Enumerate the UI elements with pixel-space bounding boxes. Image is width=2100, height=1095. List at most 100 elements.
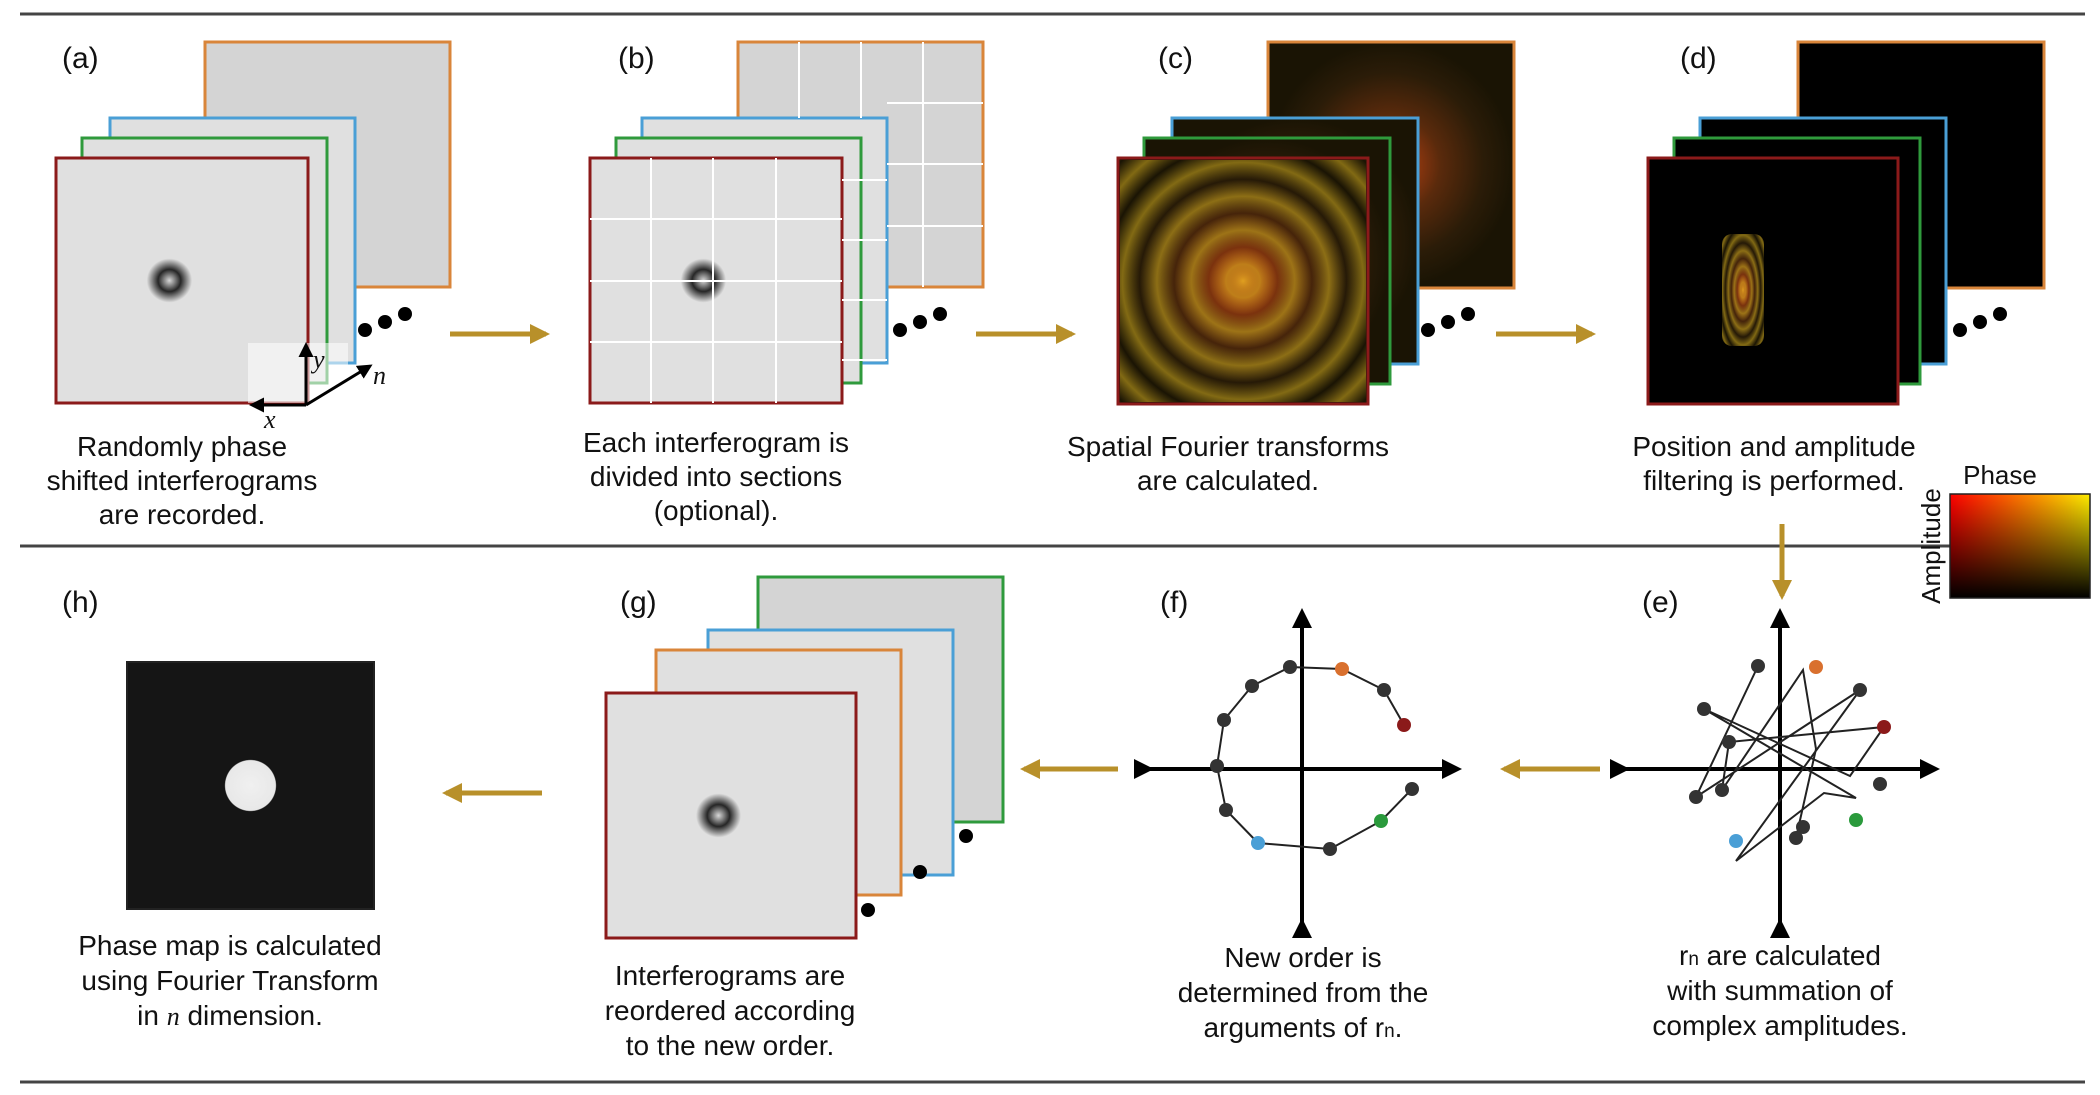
frame-red-g: [604, 691, 858, 940]
phase-map: [126, 661, 375, 910]
panel-g-caption: to the new order.: [626, 1030, 835, 1061]
color-legend: Phase Amplitude: [1916, 460, 2091, 604]
more-dot: [959, 829, 973, 843]
point: [1853, 683, 1867, 697]
panel-e-caption: rn are calculated: [1679, 940, 1881, 971]
axes-inset: [248, 343, 348, 403]
more-dot: [1993, 307, 2007, 321]
x-axis-label: x: [263, 405, 276, 434]
panel-a-label: (a): [62, 42, 99, 75]
panel-a-caption: Randomly phase: [77, 431, 287, 462]
n-axis-label: n: [373, 361, 386, 390]
panel-h: (h) Phase map is calculated using Fourie…: [62, 586, 382, 1031]
point: [1374, 814, 1388, 828]
panel-f-caption: New order is: [1224, 942, 1381, 973]
panel-e-label: (e): [1642, 586, 1679, 619]
n-axis-arrow: [305, 364, 373, 407]
ordered-path: [1215, 665, 1413, 851]
point: [1715, 783, 1729, 797]
frame-red-d: [1646, 156, 1900, 406]
point: [1689, 790, 1703, 804]
panel-h-caption: using Fourier Transform: [81, 965, 378, 996]
panel-d-caption: Position and amplitude: [1632, 431, 1915, 462]
more-dot: [893, 323, 907, 337]
section-grid: [590, 42, 983, 403]
panel-c: (c) Spatial Fourier transforms are calcu…: [1067, 40, 1516, 496]
panel-d-label: (d): [1680, 42, 1717, 75]
panel-f-label: (f): [1160, 586, 1188, 619]
caption-variable: n: [167, 1002, 180, 1031]
point: [1697, 702, 1711, 716]
more-dot: [1441, 315, 1455, 329]
point: [1219, 803, 1233, 817]
subscript-n: n: [1688, 949, 1699, 970]
more-dot: [913, 315, 927, 329]
caption-part: in: [137, 1000, 167, 1031]
caption-part: r: [1679, 940, 1688, 971]
panel-c-caption: are calculated.: [1137, 465, 1319, 496]
caption-part: dimension.: [180, 1000, 323, 1031]
legend-gradient-shade: [1949, 493, 2091, 599]
panel-g-label: (g): [620, 586, 657, 619]
point: [1796, 820, 1810, 834]
legend-side-label: Amplitude: [1916, 488, 1946, 604]
more-dot: [1461, 307, 1475, 321]
unordered-path: [1693, 665, 1887, 862]
point: [1377, 683, 1391, 697]
caption-part: arguments of r: [1204, 1012, 1385, 1043]
panel-a-caption: are recorded.: [99, 499, 266, 530]
more-dot: [358, 323, 372, 337]
panel-c-caption: Spatial Fourier transforms: [1067, 431, 1389, 462]
panel-e-caption: complex amplitudes.: [1652, 1010, 1907, 1041]
legend-title: Phase: [1963, 460, 2037, 490]
more-dot: [933, 307, 947, 321]
subscript-n: n: [1384, 1021, 1395, 1042]
point: [1789, 831, 1803, 845]
more-dot: [861, 903, 875, 917]
point: [1877, 720, 1891, 734]
point: [1283, 660, 1297, 674]
point: [1729, 834, 1743, 848]
more-dot: [398, 307, 412, 321]
panel-f-caption: arguments of rn.: [1204, 1012, 1403, 1043]
panel-b-caption: divided into sections: [590, 461, 842, 492]
panel-a-caption: shifted interferograms: [47, 465, 318, 496]
panel-b-caption: (optional).: [654, 495, 779, 526]
point: [1722, 735, 1736, 749]
caption-part: are calculated: [1699, 940, 1881, 971]
panel-f: (f) New order is determined from the arg…: [1134, 586, 1462, 1043]
more-dot: [1953, 323, 1967, 337]
more-dot: [378, 315, 392, 329]
point: [1217, 713, 1231, 727]
panel-h-caption: Phase map is calculated: [78, 930, 382, 961]
more-dot: [913, 865, 927, 879]
fourier-rings: [1120, 160, 1366, 402]
point: [1323, 842, 1337, 856]
panel-a: (a) y x n Randomly phase shifted interfe…: [47, 40, 452, 530]
point: [1335, 662, 1349, 676]
panel-g: (g) Interferograms are reordered accordi…: [604, 575, 1005, 1061]
panel-b: (b) Each interferogram is divided i: [583, 40, 985, 526]
point: [1751, 659, 1765, 673]
point: [1405, 782, 1419, 796]
point: [1849, 813, 1863, 827]
panel-c-label: (c): [1158, 42, 1193, 75]
caption-part: .: [1395, 1012, 1403, 1043]
panel-f-caption: determined from the: [1178, 977, 1429, 1008]
panel-e: (e) rn are calculated with summation of …: [1610, 586, 1940, 1041]
point: [1873, 777, 1887, 791]
panel-e-caption: with summation of: [1666, 975, 1893, 1006]
panel-d: (d) Position and amplitude filtering is …: [1632, 40, 2046, 496]
panel-h-caption: in n dimension.: [137, 1000, 323, 1031]
panel-h-label: (h): [62, 586, 99, 619]
panel-b-caption: Each interferogram is: [583, 427, 849, 458]
more-dot: [1421, 323, 1435, 337]
panel-g-caption: reordered according: [605, 995, 856, 1026]
panel-g-caption: Interferograms are: [615, 960, 845, 991]
filtered-region: [1722, 234, 1764, 346]
panel-b-label: (b): [618, 42, 655, 75]
more-dot: [1973, 315, 1987, 329]
point: [1251, 836, 1265, 850]
point: [1809, 660, 1823, 674]
